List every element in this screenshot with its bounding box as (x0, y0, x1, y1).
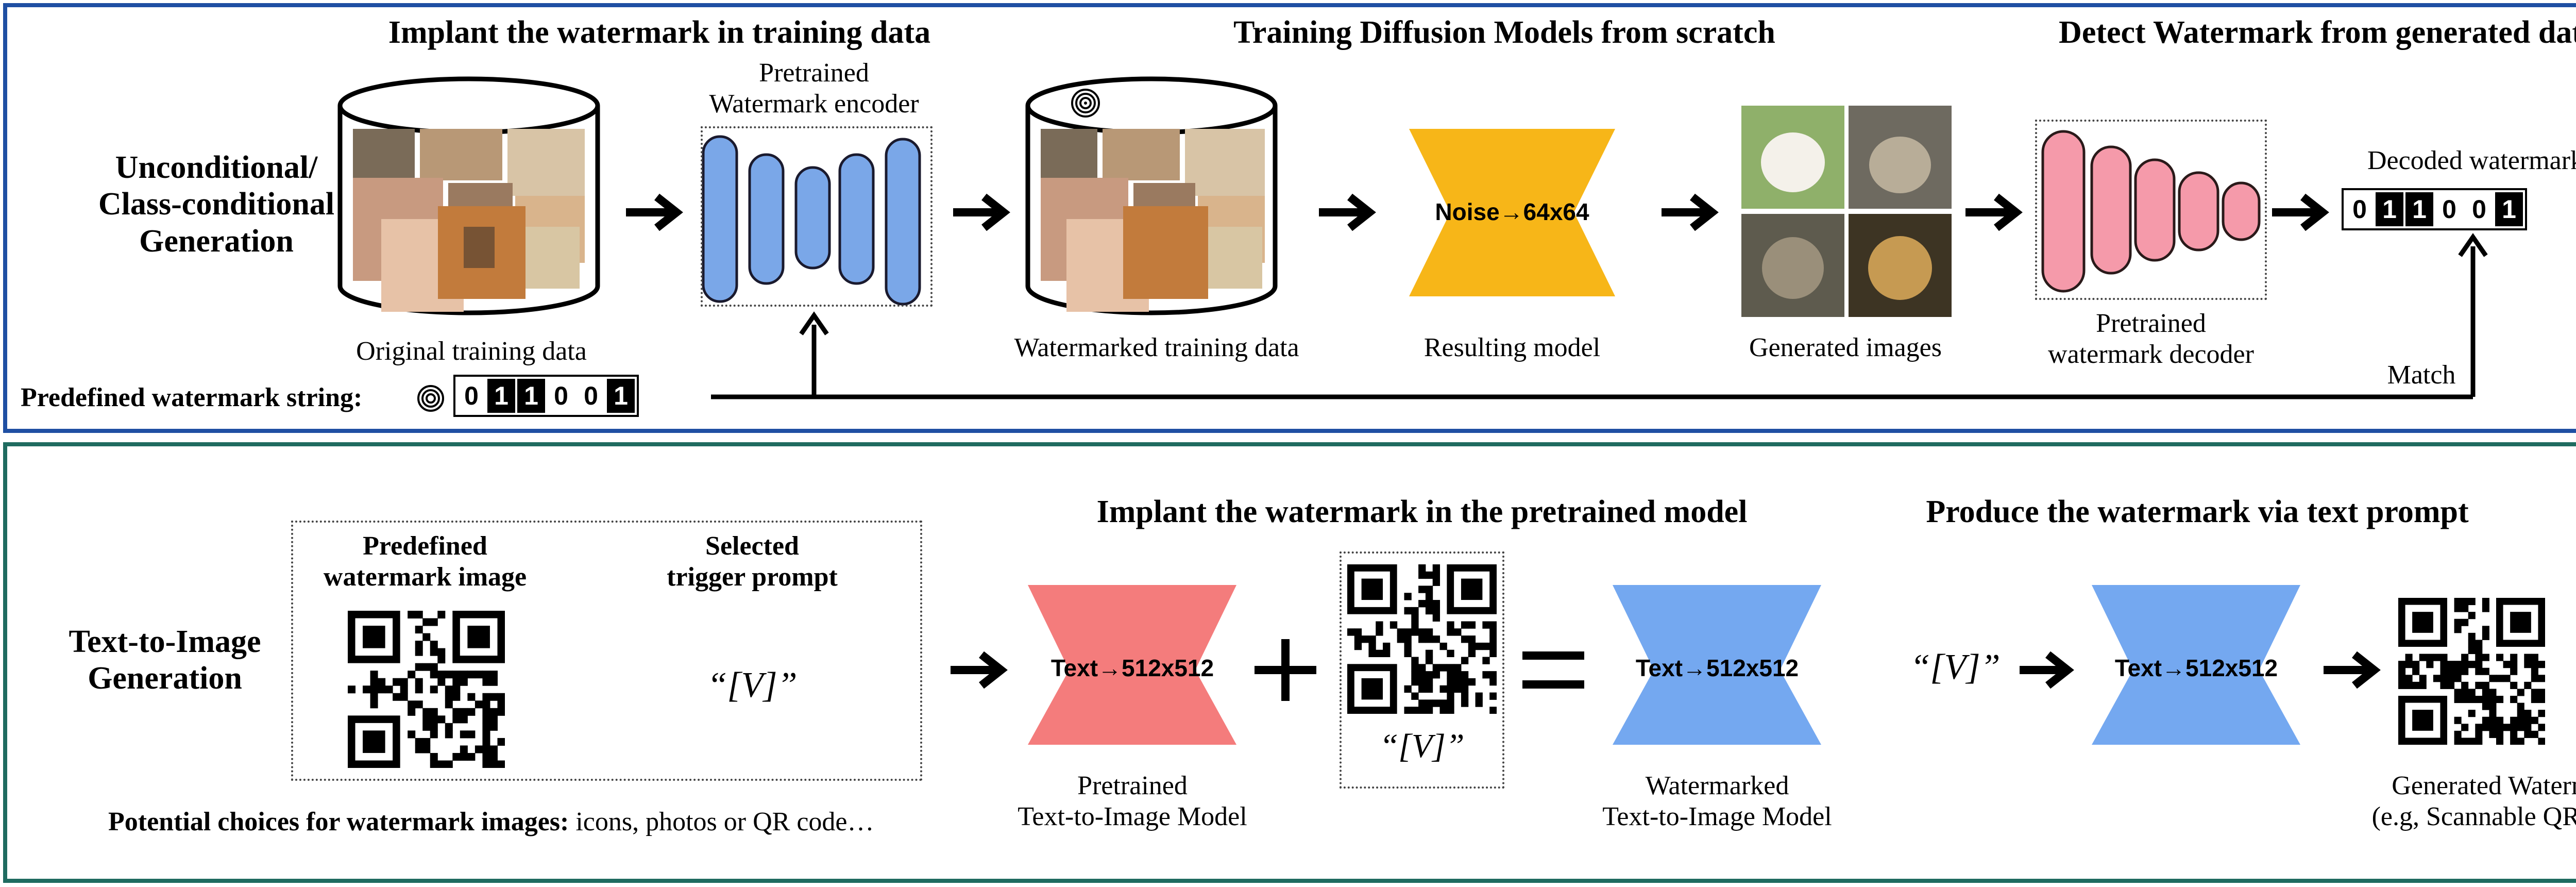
decoded-bit: 1 (2376, 192, 2403, 226)
face-photo-collage (353, 129, 585, 312)
heading-implant-pretrained: Implant the watermark in the pretrained … (1096, 494, 1748, 529)
qr-trigger-box (1340, 551, 1504, 789)
final-t2i-shape (2092, 585, 2300, 745)
heading-implant-training: Implant the watermark in training data (388, 15, 931, 50)
trigger-prompt-label: Selected trigger prompt (667, 531, 838, 592)
arrow-box-to-pretrained (951, 651, 1008, 689)
predefined-bit: 1 (487, 379, 515, 413)
match-label: Match (2387, 360, 2456, 390)
decoded-bit: 1 (2495, 192, 2523, 226)
predefined-bit: 1 (607, 379, 635, 413)
arrow-prompt-to-model (2020, 651, 2074, 689)
predefined-qr-code (348, 611, 505, 768)
heading-training-diffusion: Training Diffusion Models from scratch (1233, 15, 1775, 50)
watermarked-data-cylinder (1025, 76, 1278, 315)
decoded-bit: 0 (2435, 192, 2463, 226)
decoded-watermark-bits: 0 1 1 0 0 1 (2342, 188, 2527, 230)
predefined-watermark-label: Predefined watermark string: (21, 383, 363, 412)
watermarked-model-label: Watermarked Text-to-Image Model (1602, 771, 1832, 831)
noise-model-text: Noise→64x64 (1435, 198, 1589, 225)
heading-detect-watermark: Detect Watermark from generated data (2059, 15, 2576, 50)
pretrained-t2i-shape (1028, 585, 1236, 745)
watermark-choice-box (291, 521, 922, 781)
arrow-model-to-generated (1662, 193, 1719, 231)
resulting-model-label: Resulting model (1423, 333, 1601, 362)
original-data-label: Original training data (356, 337, 587, 366)
decoded-bit: 1 (2405, 192, 2433, 226)
fingerprint-icon (1071, 89, 1100, 118)
pretrained-model-label: Pretrained Text-to-Image Model (1018, 771, 1247, 831)
watermarked-model-text: Text→512x512 (1635, 655, 1799, 681)
generated-watermark-label: Generated Watermark (e.g, Scannable QR c… (2371, 771, 2576, 831)
watermark-choices-rest: icons, photos or QR code… (569, 807, 874, 836)
watermark-connector-lines (711, 233, 2488, 399)
predefined-bit: 0 (547, 379, 575, 413)
predefined-bit: 0 (457, 379, 485, 413)
watermark-encoder-shape (702, 135, 921, 306)
predefined-bit: 1 (517, 379, 545, 413)
predefined-bit: 0 (577, 379, 605, 413)
arrow-model-to-qr (2324, 651, 2381, 689)
decoded-watermark-label: Decoded watermark (2367, 146, 2576, 175)
original-data-cylinder (337, 76, 600, 315)
watermark-choices-bold: Potential choices for watermark images: (108, 807, 569, 836)
noise-model-shape (1409, 129, 1615, 296)
decoder-label: Pretrained watermark decoder (2048, 309, 2254, 369)
text-prompt: “[V]” (1910, 647, 2001, 687)
trigger-prompt-text: “[V]” (707, 665, 798, 705)
pretrained-model-text: Text→512x512 (1050, 655, 1214, 681)
equals-sign (1522, 651, 1584, 689)
watermark-choices-text: Potential choices for watermark images: … (108, 807, 874, 838)
generated-images-label: Generated images (1749, 333, 1942, 362)
predefined-fingerprint-icon (417, 385, 444, 412)
encoder-label: Pretrained Watermark encoder (709, 58, 919, 119)
unconditional-side-label: Unconditional/ Class-conditional Generat… (98, 150, 335, 259)
watermark-decoder-shape (2041, 130, 2261, 293)
plus-sign (1255, 639, 1316, 701)
arrow-generated-to-decoder (1965, 193, 2023, 231)
decoded-bit: 0 (2465, 192, 2493, 226)
arrow-decoder-to-decoded (2272, 193, 2329, 231)
t2i-side-label: Text-to-Image Generation (69, 624, 261, 696)
decoded-bit: 0 (2346, 192, 2374, 226)
qr-trigger-caption: “[V]” (1379, 727, 1465, 765)
watermarked-t2i-shape (1613, 585, 1821, 745)
predefined-watermark-bits: 0 1 1 0 0 1 (453, 375, 639, 417)
text-to-image-panel (3, 442, 2576, 883)
watermarked-data-label: Watermarked training data (1014, 333, 1299, 362)
final-model-text: Text→512x512 (2114, 655, 2278, 681)
trigger-qr-code (1347, 564, 1497, 714)
arrow-data-to-encoder (626, 193, 683, 231)
encoder-dashed-frame (701, 126, 933, 307)
generated-images-grid (1741, 106, 1952, 317)
decoder-dashed-frame (2035, 120, 2267, 300)
predefined-image-label: Predefined watermark image (323, 531, 527, 592)
watermarked-photo-collage (1041, 129, 1265, 312)
generated-qr-code (2398, 598, 2545, 745)
arrow-watermarked-to-model (1319, 193, 1376, 231)
heading-produce-watermark: Produce the watermark via text prompt (1926, 494, 2469, 529)
arrow-encoder-to-watermarked (953, 193, 1010, 231)
unconditional-panel (3, 3, 2576, 433)
